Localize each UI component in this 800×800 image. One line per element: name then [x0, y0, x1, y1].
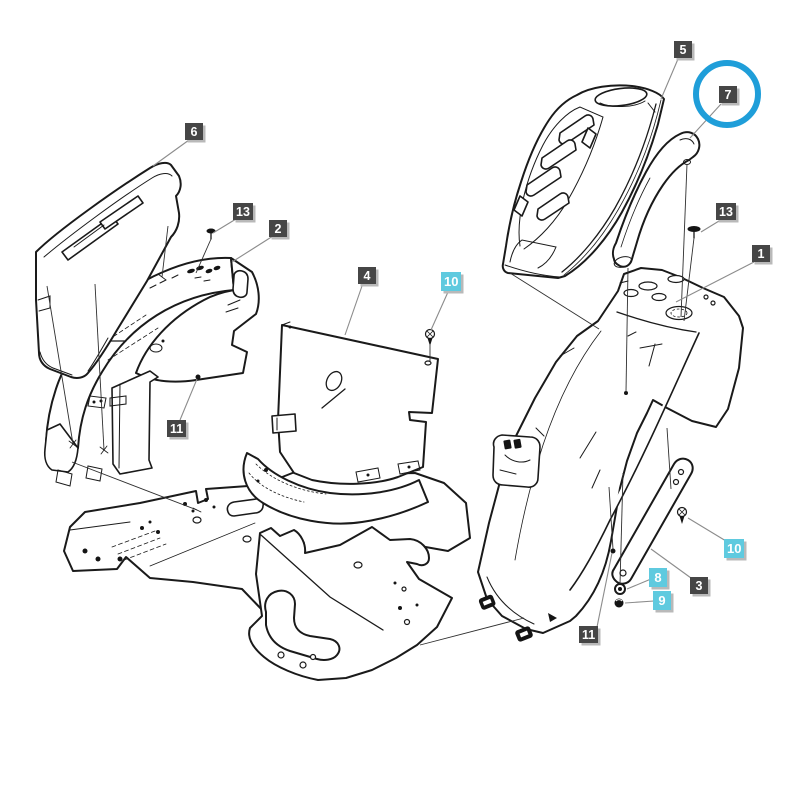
clip-dot-right [610, 548, 616, 554]
callout-13-right[interactable]: 13 [716, 203, 736, 220]
callout-7-highlighted[interactable]: 7 [719, 86, 737, 103]
callout-11-left[interactable]: 11 [167, 420, 187, 437]
screw-13-right-icon [687, 226, 701, 239]
callout-13-left[interactable]: 13 [233, 203, 253, 220]
callout-10-right[interactable]: 10 [724, 539, 745, 558]
right-fender-art [477, 267, 744, 642]
leader-lines [152, 58, 755, 628]
console-cover-art [35, 161, 182, 379]
support-bracket-art [611, 457, 694, 585]
callout-1[interactable]: 1 [752, 245, 770, 262]
grab-handle-art [611, 131, 701, 268]
highlight-circle [693, 60, 761, 128]
callout-6[interactable]: 6 [185, 123, 203, 140]
clip-dot-left [195, 374, 201, 380]
callout-8[interactable]: 8 [649, 568, 667, 587]
nut-9-icon [614, 598, 624, 608]
washer-8-icon [614, 583, 626, 595]
callout-5[interactable]: 5 [674, 41, 692, 58]
callout-11-right[interactable]: 11 [579, 626, 599, 643]
callout-4[interactable]: 4 [358, 267, 376, 284]
alignment-lines [46, 163, 695, 646]
tunnel-hump-art [242, 452, 429, 525]
stud-dot [624, 391, 628, 395]
callout-10-left[interactable]: 10 [441, 272, 462, 291]
callout-2[interactable]: 2 [269, 220, 287, 237]
heat-shield-panel-art [271, 321, 439, 485]
screw-13-left-icon [206, 228, 216, 240]
screw-10-left-icon [424, 328, 436, 346]
screw-10-right-icon [676, 506, 688, 524]
fender-cover-art [501, 84, 665, 279]
callout-9[interactable]: 9 [653, 591, 671, 610]
callout-3[interactable]: 3 [690, 577, 708, 594]
floor-plate-right-art [248, 526, 453, 681]
